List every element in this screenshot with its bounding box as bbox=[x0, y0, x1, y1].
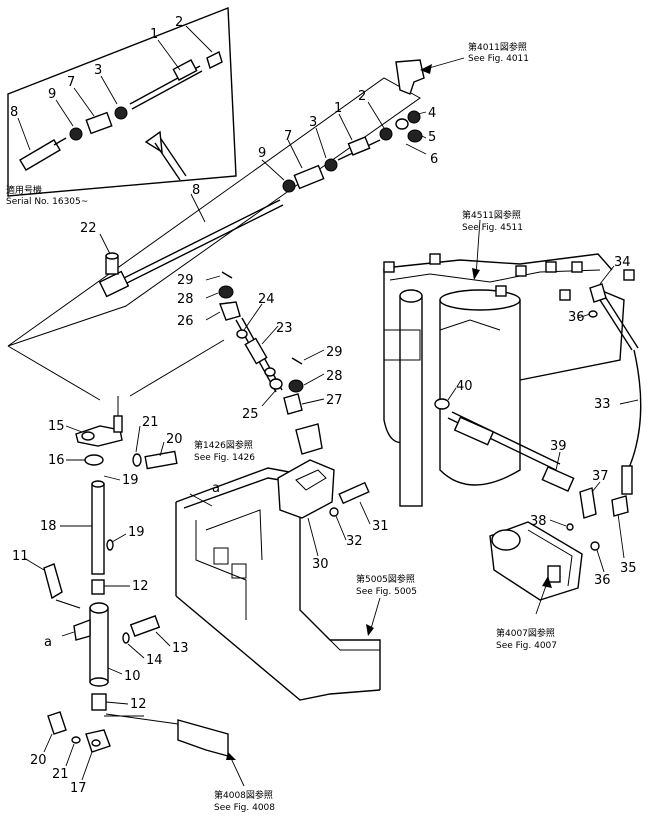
callout-12a: 12 bbox=[132, 579, 149, 594]
callout-a1: a bbox=[212, 481, 220, 496]
callout-7b: 7 bbox=[284, 129, 292, 144]
callout-4: 4 bbox=[428, 106, 436, 121]
callout-1b: 1 bbox=[334, 101, 342, 116]
ref-5005-jp: 第5005図参照 bbox=[356, 573, 415, 585]
callout-7a: 7 bbox=[67, 75, 75, 90]
ref-4011-jp: 第4011図参照 bbox=[468, 41, 527, 53]
ref-4008-en: See Fig. 4008 bbox=[214, 803, 275, 813]
callout-23: 23 bbox=[276, 321, 293, 336]
callout-37: 37 bbox=[592, 469, 609, 484]
main-rod-assembly bbox=[7, 57, 465, 347]
callout-20a: 20 bbox=[166, 432, 183, 447]
hose-assembly bbox=[434, 283, 642, 615]
callout-21a: 21 bbox=[142, 415, 159, 430]
callout-2a: 2 bbox=[175, 15, 183, 30]
callout-34: 34 bbox=[614, 255, 631, 270]
ref-1426-jp: 第1426図参照 bbox=[194, 439, 253, 451]
callout-16: 16 bbox=[48, 453, 65, 468]
joint-parts bbox=[218, 271, 304, 415]
serial-en: Serial No. 16305~ bbox=[6, 197, 88, 207]
callout-9b: 9 bbox=[258, 146, 266, 161]
inset-end bbox=[19, 137, 67, 171]
lever-assembly bbox=[43, 415, 178, 753]
callout-20b: 20 bbox=[30, 753, 47, 768]
callout-33: 33 bbox=[594, 397, 611, 412]
ref-4007-jp: 第4007図参照 bbox=[496, 627, 555, 639]
callout-8b: 8 bbox=[192, 183, 200, 198]
ref-1426-en: See Fig. 1426 bbox=[194, 453, 255, 463]
callout-22: 22 bbox=[80, 221, 97, 236]
inset-sleeve bbox=[69, 106, 128, 141]
callout-8a: 8 bbox=[10, 105, 18, 120]
housing bbox=[383, 219, 635, 507]
callout-10: 10 bbox=[124, 669, 141, 684]
callout-17: 17 bbox=[70, 781, 87, 796]
callout-3a: 3 bbox=[94, 63, 102, 78]
ref-5005-en: See Fig. 5005 bbox=[356, 587, 417, 597]
callout-24: 24 bbox=[258, 292, 275, 307]
callout-a2: a bbox=[44, 635, 52, 650]
ref-4511-jp: 第4511図参照 bbox=[462, 209, 521, 221]
callout-36b: 36 bbox=[594, 573, 611, 588]
ref-4511-en: See Fig. 4511 bbox=[462, 223, 523, 233]
callout-5: 5 bbox=[428, 130, 436, 145]
callout-28a: 28 bbox=[177, 292, 194, 307]
serial-jp: 適用号機 bbox=[6, 184, 42, 196]
callout-29a: 29 bbox=[177, 273, 194, 288]
callout-14: 14 bbox=[146, 653, 163, 668]
callout-18: 18 bbox=[40, 519, 57, 534]
callout-40: 40 bbox=[456, 379, 473, 394]
callout-12b: 12 bbox=[130, 697, 147, 712]
callout-29b: 29 bbox=[326, 345, 343, 360]
callout-31: 31 bbox=[372, 519, 389, 534]
callout-28b: 28 bbox=[326, 369, 343, 384]
callout-36a: 36 bbox=[568, 310, 585, 325]
callout-9a: 9 bbox=[48, 87, 56, 102]
inset-shaft bbox=[129, 51, 223, 110]
callout-21b: 21 bbox=[52, 767, 69, 782]
callout-19b: 19 bbox=[128, 525, 145, 540]
callout-2b: 2 bbox=[358, 89, 366, 104]
inset-arrow bbox=[144, 130, 187, 181]
callout-3b: 3 bbox=[309, 115, 317, 130]
callout-6: 6 bbox=[430, 152, 438, 167]
ref-4011-en: See Fig. 4011 bbox=[468, 54, 529, 64]
callout-25: 25 bbox=[242, 407, 259, 422]
callout-11: 11 bbox=[12, 549, 29, 564]
callout-39: 39 bbox=[550, 439, 567, 454]
callout-30: 30 bbox=[312, 557, 329, 572]
rod-link-lines bbox=[7, 339, 225, 420]
pump-body bbox=[489, 521, 583, 601]
callout-32: 32 bbox=[346, 534, 363, 549]
ref-4008-jp: 第4008図参照 bbox=[214, 789, 273, 801]
callout-26: 26 bbox=[177, 314, 194, 329]
callout-1a: 1 bbox=[150, 27, 158, 42]
frame-structure bbox=[105, 423, 381, 787]
callout-15: 15 bbox=[48, 419, 65, 434]
callout-19a: 19 bbox=[122, 473, 139, 488]
callout-13: 13 bbox=[172, 641, 189, 656]
serial-inset: 1 2 3 7 9 8 適用号機 Serial No. 16305~ bbox=[6, 6, 237, 207]
callout-35: 35 bbox=[620, 561, 637, 576]
callout-27: 27 bbox=[326, 393, 343, 408]
ref-4007-en: See Fig. 4007 bbox=[496, 641, 557, 651]
callout-38: 38 bbox=[530, 514, 547, 529]
